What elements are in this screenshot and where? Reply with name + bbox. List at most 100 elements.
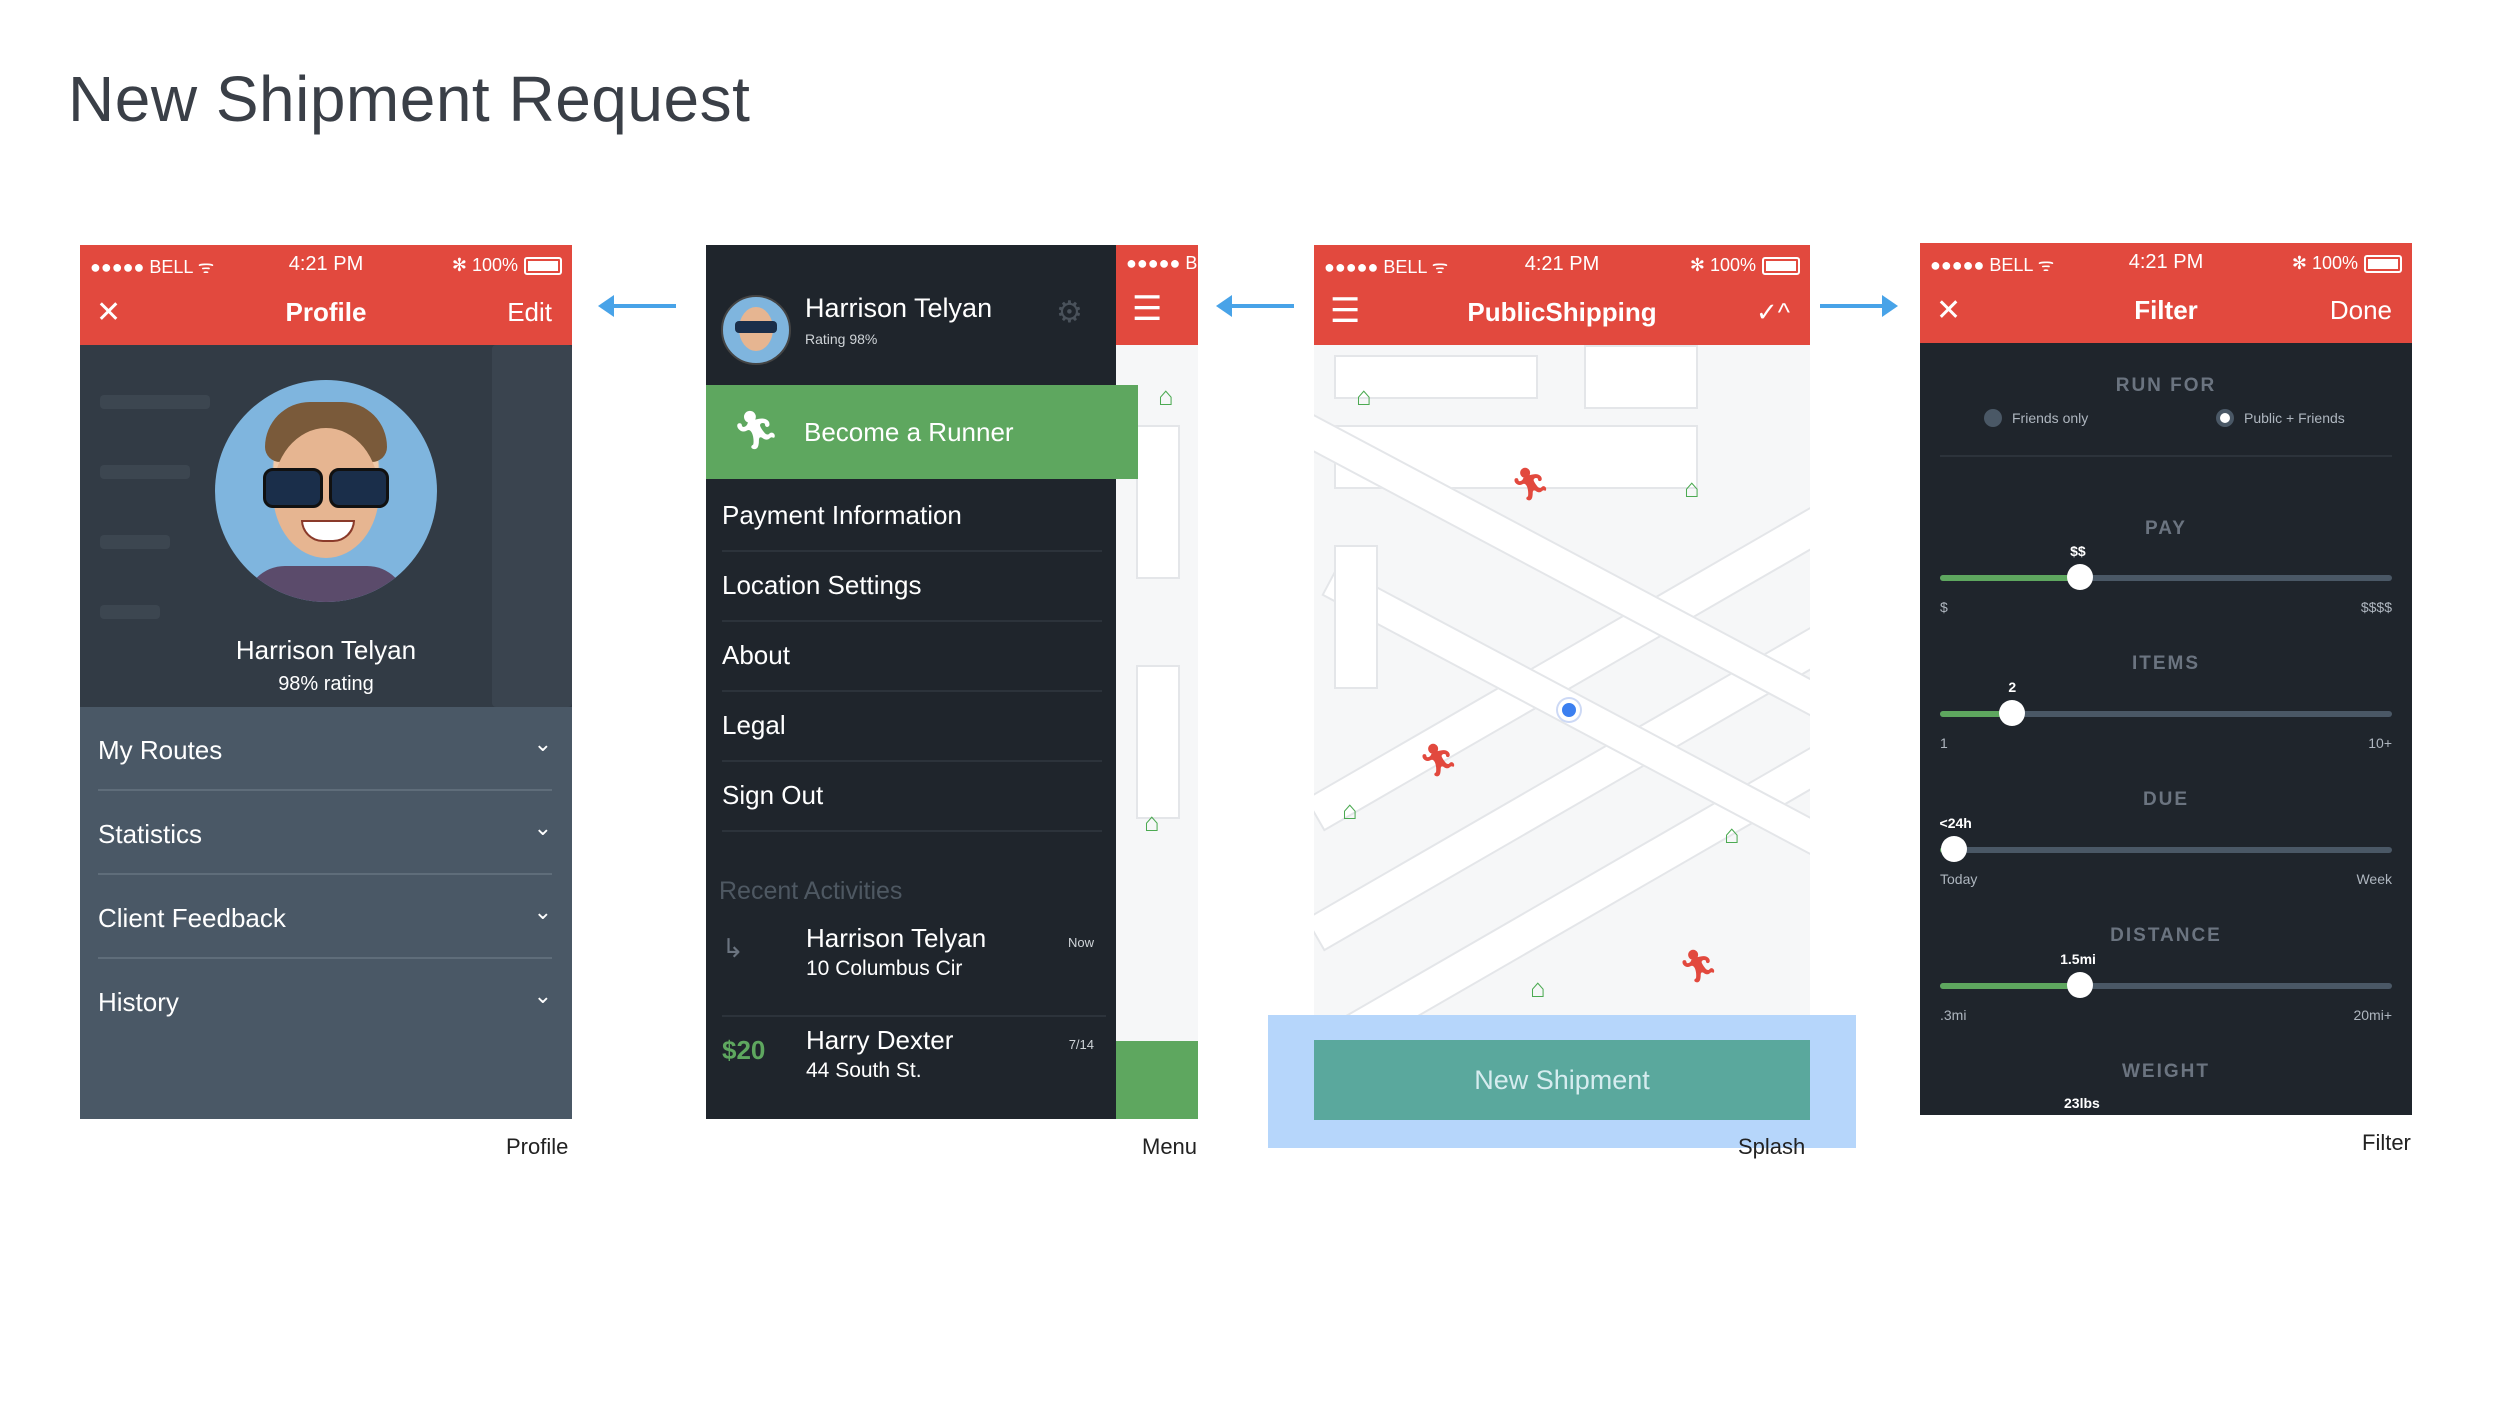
activity-name: Harrison Telyan — [806, 923, 987, 953]
due-slider[interactable]: <24h — [1940, 815, 2392, 862]
menu-item-sign-out[interactable]: Sign Out — [722, 760, 1102, 832]
radio-label: Public + Friends — [2244, 410, 2345, 426]
slider-min-label: .3mi — [1940, 1007, 1967, 1023]
menu-item-about[interactable]: About — [722, 620, 1102, 692]
recent-activities-heading: Recent Activities — [719, 877, 903, 905]
list-item-statistics[interactable]: Statistics ⌄ — [98, 791, 552, 875]
distance-slider[interactable]: 1.5mi — [1940, 951, 2392, 998]
caption-menu: Menu — [1142, 1134, 1198, 1159]
activity-item[interactable]: $20 Harry Dexter 44 South St. 7/14 — [722, 1017, 1106, 1117]
done-button[interactable]: Done — [2329, 295, 2392, 325]
slider-knob[interactable] — [1999, 700, 2026, 726]
become-runner-label: Become a Runner — [804, 417, 1014, 447]
runner-icon[interactable]: 🏃︎ — [1510, 466, 1551, 502]
chevron-down-icon: ⌄ — [533, 983, 552, 1008]
status-bar: ●●●●● BELL ᯤ 4:21 PM ✻ 100% — [80, 245, 572, 283]
items-slider[interactable]: 2 — [1940, 679, 2392, 726]
app-title: PublicShipping — [1467, 297, 1657, 327]
battery-icon — [2364, 254, 2402, 273]
carrier-signal: ●●●●● BELL ᯤ — [1324, 257, 1449, 277]
status-time: 4:21 PM — [2128, 251, 2204, 273]
slider-min-label: $ — [1940, 599, 1948, 615]
runner-icon[interactable]: 🏃︎ — [1678, 948, 1719, 984]
house-icon[interactable]: ⌂ — [1356, 381, 1372, 411]
menu-screen: ●●●●● B ☰ ⌂ ⌂ Harrison Telyan Rating 98%… — [706, 245, 1198, 1119]
profile-list: My Routes⌄ Statistics⌄ Client Feedback⌄ … — [80, 707, 572, 1119]
list-item-my-routes[interactable]: My Routes⌄ — [98, 707, 552, 791]
slider-min-label: Today — [1940, 871, 1978, 887]
splash-navbar: ☰ PublicShipping ✓^ — [1314, 283, 1810, 345]
menu-item-legal[interactable]: Legal — [722, 690, 1102, 762]
current-location-dot — [1558, 699, 1580, 721]
filter-body: RUN FOR Friends only Public + Friends PA… — [1920, 343, 2412, 1115]
activity-item[interactable]: ↳ Harrison Telyan 10 Columbus Cir Now — [722, 915, 1106, 1017]
close-icon[interactable]: ✕ — [1936, 294, 1962, 327]
new-shipment-button[interactable]: New Shipment — [1314, 1040, 1810, 1120]
close-icon[interactable]: ✕ — [96, 296, 122, 329]
avatar — [721, 295, 791, 365]
status-bar: ●●●●● BELL ᯤ 4:21 PM ✻ 100% — [1314, 245, 1810, 283]
battery-status: ✻ 100% — [1690, 255, 1800, 276]
profile-rating: 98% rating — [278, 673, 374, 695]
slider-fill — [1940, 983, 2081, 989]
page-title: New Shipment Request — [68, 63, 751, 135]
slider-value: 1.5mi — [2060, 951, 2096, 967]
arrow-left-icon — [598, 295, 676, 317]
menu-item-location[interactable]: Location Settings — [722, 550, 1102, 622]
edit-button[interactable]: Edit — [507, 297, 552, 327]
slider-knob[interactable] — [1940, 836, 1967, 862]
status-bar: ●●●●● BELL ᯤ 4:21 PM ✻ 100% — [1920, 243, 2412, 281]
house-icon[interactable]: ⌂ — [1724, 819, 1740, 849]
arrow-right-icon — [1820, 295, 1898, 317]
become-runner-button[interactable]: 🏃︎ Become a Runner — [706, 385, 1138, 479]
activity-amount: $20 — [722, 1035, 766, 1065]
battery-status: ✻ 100% — [452, 255, 562, 276]
filter-heading-pay: PAY — [2145, 518, 2187, 539]
peek-status: ●●●●● B — [1126, 253, 1198, 273]
arrow-left-icon — [1216, 295, 1294, 317]
house-icon: ⌂ — [1144, 807, 1160, 837]
list-item-label: Client Feedback — [98, 903, 286, 933]
runner-icon: 🏃︎ — [732, 410, 781, 452]
pay-slider[interactable]: $$ — [1940, 543, 2392, 590]
gear-icon[interactable]: ⚙ — [1056, 296, 1083, 329]
slider-max-label: Week — [2356, 871, 2392, 887]
list-item-history[interactable]: History⌄ — [98, 959, 552, 1041]
check-icon[interactable]: ✓^ — [1756, 297, 1790, 327]
activity-time: Now — [1067, 935, 1094, 950]
menu-icon[interactable]: ☰ — [1330, 292, 1361, 330]
list-item-client-feedback[interactable]: Client Feedback ⌄ — [98, 875, 552, 959]
filter-heading-distance: DISTANCE — [2110, 925, 2222, 946]
house-icon[interactable]: ⌂ — [1342, 795, 1358, 825]
drawer-user-name: Harrison Telyan — [805, 293, 993, 323]
slider-fill — [1940, 711, 2013, 717]
chevron-down-icon: ⌄ — [533, 731, 552, 756]
profile-screen: ●●●●● BELL ᯤ 4:21 PM ✻ 100% ✕ Profile Ed… — [80, 245, 572, 1119]
radio-public-friends[interactable]: Public + Friends — [2216, 409, 2345, 427]
avatar — [215, 380, 437, 602]
splash-screen: ●●●●● BELL ᯤ 4:21 PM ✻ 100% ☰ PublicShip… — [1314, 245, 1810, 1119]
slider-max-label: $$$$ — [2360, 599, 2392, 615]
menu-item-label: Location Settings — [722, 570, 922, 600]
activity-name: Harry Dexter — [806, 1025, 954, 1055]
menu-icon[interactable]: ☰ — [1132, 290, 1163, 328]
caption-splash: Splash — [1738, 1134, 1806, 1159]
list-item-label: Statistics — [98, 819, 203, 849]
slider-knob[interactable] — [2067, 972, 2094, 998]
nav-title: Filter — [2134, 295, 2198, 325]
slider-value: <24h — [1939, 815, 1972, 831]
filter-navbar: ✕ Filter Done — [1920, 281, 2412, 343]
main-view-peek[interactable]: ●●●●● B ☰ ⌂ ⌂ — [1116, 245, 1198, 1119]
map-view[interactable]: ⌂ ⌂ ⌂ ⌂ ⌂ 🏃︎ 🏃︎ 🏃︎ — [1314, 345, 1810, 1119]
house-icon[interactable]: ⌂ — [1684, 473, 1700, 503]
slider-knob[interactable] — [2067, 564, 2094, 590]
menu-item-payment[interactable]: Payment Information — [722, 480, 1102, 552]
filter-screen: ●●●●● BELL ᯤ 4:21 PM ✻ 100% ✕ Filter Don… — [1920, 243, 2412, 1115]
radio-friends-only[interactable]: Friends only — [1984, 409, 2088, 427]
runner-icon[interactable]: 🏃︎ — [1418, 742, 1459, 778]
chevron-down-icon: ⌄ — [533, 815, 552, 840]
radio-selected-icon — [2216, 409, 2234, 427]
house-icon[interactable]: ⌂ — [1530, 973, 1546, 1003]
chevron-down-icon: ⌄ — [533, 899, 552, 924]
profile-navbar: ✕ Profile Edit — [80, 283, 572, 345]
